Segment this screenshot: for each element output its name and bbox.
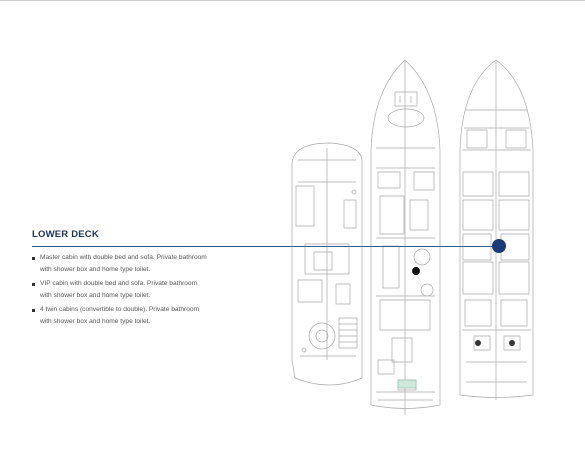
- feature-line: with shower box and home type toilet.: [40, 266, 151, 273]
- feature-line: with shower box and home type toilet.: [40, 318, 151, 325]
- feature-list: Master cabin with double bed and sofa. P…: [32, 252, 272, 330]
- pool-marker: [398, 380, 416, 388]
- feature-line: with shower box and home type toilet.: [40, 292, 151, 299]
- feature-line: VIP cabin with double bed and sofa. Priv…: [40, 280, 198, 287]
- list-item: 4 twin cabins (convertible to double). P…: [32, 304, 272, 328]
- feature-line: 4 twin cabins (convertible to double). P…: [40, 306, 200, 313]
- lower-deck-plan: [460, 60, 533, 400]
- top-divider: [0, 0, 585, 1]
- lower-deck-hotspot[interactable]: [492, 239, 506, 253]
- section-title: LOWER DECK: [32, 229, 99, 240]
- list-item: VIP cabin with double bed and sofa. Priv…: [32, 278, 272, 302]
- location-marker-main: [412, 267, 420, 275]
- feature-line: Master cabin with double bed and sofa. P…: [40, 254, 207, 261]
- sun-deck-plan: [292, 143, 362, 385]
- list-item: Master cabin with double bed and sofa. P…: [32, 252, 272, 276]
- main-deck-plan: [371, 60, 440, 415]
- callout-line: [32, 246, 500, 247]
